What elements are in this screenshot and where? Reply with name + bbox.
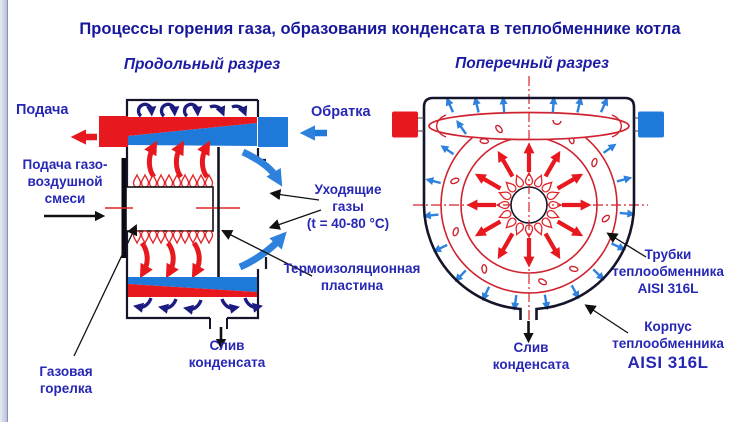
supply-connection bbox=[392, 111, 418, 138]
label-thermal-plate: Термоизоляционная пластина bbox=[283, 261, 421, 294]
condensate-arrows bbox=[132, 297, 264, 315]
condensing-arrows-ring bbox=[422, 143, 636, 311]
exhaust-gas-arrows bbox=[238, 148, 287, 271]
water-connections bbox=[392, 111, 664, 138]
right-section-subtitle: Поперечный разрез bbox=[455, 55, 609, 72]
cross-section-diagram bbox=[392, 76, 664, 344]
label-supply: Подача bbox=[16, 102, 69, 118]
burner-chamber bbox=[125, 186, 214, 232]
label-exhaust-gases: Уходящие газы (t = 40-80 °C) bbox=[306, 182, 390, 232]
gas-burner-pointer bbox=[73, 224, 138, 357]
exhaust-pointer-1 bbox=[269, 189, 320, 201]
top-convection-arrows bbox=[136, 102, 248, 118]
upper-flame-row bbox=[132, 174, 214, 188]
label-body-text: Корпус теплообменника bbox=[612, 319, 724, 352]
slide-title: Процессы горения газа, образования конде… bbox=[79, 20, 681, 38]
label-tubes: Трубки теплообменника AISI 316L bbox=[612, 247, 724, 297]
label-body-material: AISI 316L bbox=[627, 353, 709, 373]
return-connection bbox=[638, 111, 664, 138]
label-return: Обратка bbox=[311, 104, 371, 120]
label-gas-burner: Газовая горелка bbox=[39, 364, 93, 397]
tubes-pointer bbox=[606, 232, 647, 258]
supply-return-pipe bbox=[70, 116, 327, 147]
bottom-pipe bbox=[128, 277, 257, 297]
left-section-subtitle: Продольный разрез bbox=[123, 56, 281, 73]
rising-flame-arrows bbox=[144, 140, 211, 179]
heat-exchanger-body-shell bbox=[422, 96, 636, 320]
condensing-arrows-top bbox=[445, 96, 609, 113]
label-condensate-drain-left: Слив конденсата bbox=[188, 338, 266, 371]
descending-flame-arrows bbox=[139, 241, 205, 279]
label-condensate-drain-right: Слив конденсата bbox=[492, 340, 570, 373]
body-pointer bbox=[584, 304, 629, 334]
label-gas-air-mixture: Подача газо- воздушной смеси bbox=[22, 157, 108, 207]
lower-flame-row bbox=[132, 230, 214, 244]
radial-heat-arrows bbox=[466, 142, 592, 268]
slide-left-border bbox=[0, 0, 8, 422]
thermal-plate-pointer bbox=[221, 230, 313, 277]
exhaust-pointer-2 bbox=[268, 209, 322, 230]
longitudinal-section-diagram bbox=[44, 98, 327, 357]
